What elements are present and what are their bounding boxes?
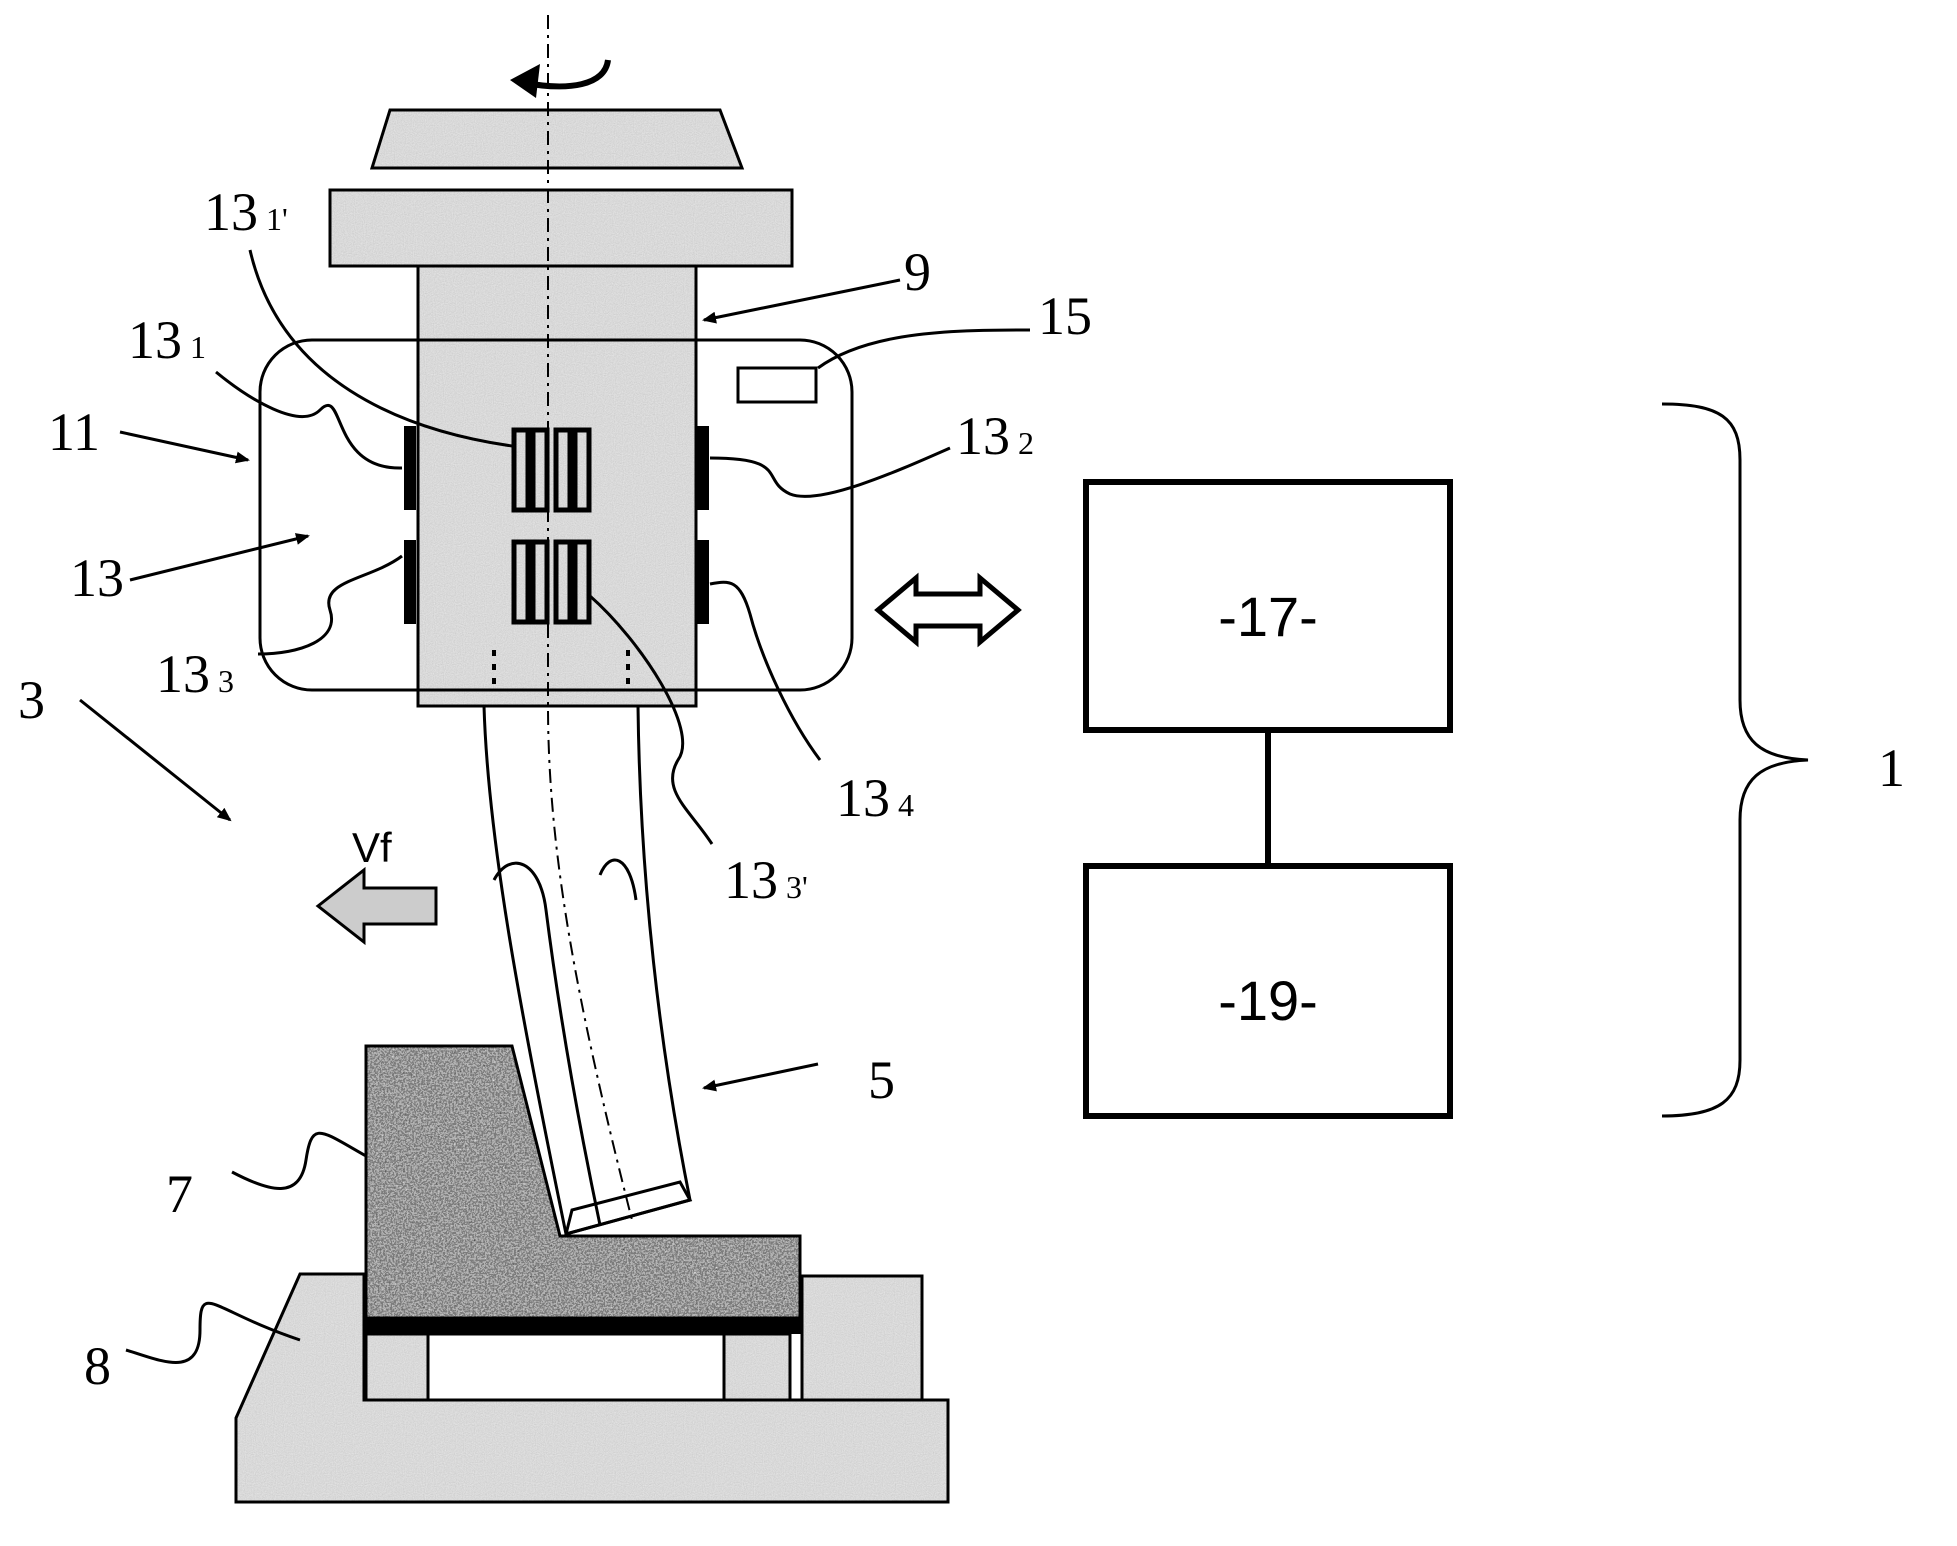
label-9: 9 xyxy=(904,242,931,302)
sensor-label-4: 13 4 xyxy=(836,768,914,828)
label-13: 13 xyxy=(70,548,124,608)
label-15: 15 xyxy=(1038,286,1092,346)
svg-text:13: 13 xyxy=(204,182,258,242)
sensor-label-3: 13 3 xyxy=(156,644,234,704)
sensor-label-1prime: 13 1' xyxy=(204,182,288,242)
unit-17-label: -17- xyxy=(1218,585,1318,648)
svg-text:1: 1 xyxy=(190,329,206,365)
svg-text:3: 3 xyxy=(218,663,234,699)
label-1: 1 xyxy=(1878,738,1905,798)
svg-text:13: 13 xyxy=(956,406,1010,466)
sensor-label-2: 13 2 xyxy=(956,406,1034,466)
sensor-label-3prime: 13 3' xyxy=(724,850,808,910)
sensor-label-1: 13 1 xyxy=(128,310,206,370)
feed-arrow-icon xyxy=(318,870,436,942)
label-7: 7 xyxy=(166,1164,193,1224)
feed-label: Vf xyxy=(352,824,392,871)
spindle-top-cone xyxy=(372,110,742,168)
label-11: 11 xyxy=(48,402,100,462)
label-8: 8 xyxy=(84,1336,111,1396)
svg-text:1': 1' xyxy=(266,201,288,237)
svg-text:13: 13 xyxy=(724,850,778,910)
spindle-head xyxy=(330,110,792,706)
device-brace xyxy=(1662,404,1808,1116)
spindle-flange xyxy=(330,190,792,266)
svg-text:13: 13 xyxy=(128,310,182,370)
label-5: 5 xyxy=(868,1050,895,1110)
svg-text:3': 3' xyxy=(786,869,808,905)
double-arrow-icon xyxy=(878,578,1018,642)
unit-19-label: -19- xyxy=(1218,969,1318,1032)
svg-text:2: 2 xyxy=(1018,425,1034,461)
svg-text:13: 13 xyxy=(156,644,210,704)
svg-text:4: 4 xyxy=(898,787,914,823)
rotation-arrow-icon xyxy=(510,60,608,98)
transmitter xyxy=(738,368,816,402)
svg-text:13: 13 xyxy=(836,768,890,828)
label-3: 3 xyxy=(18,670,45,730)
